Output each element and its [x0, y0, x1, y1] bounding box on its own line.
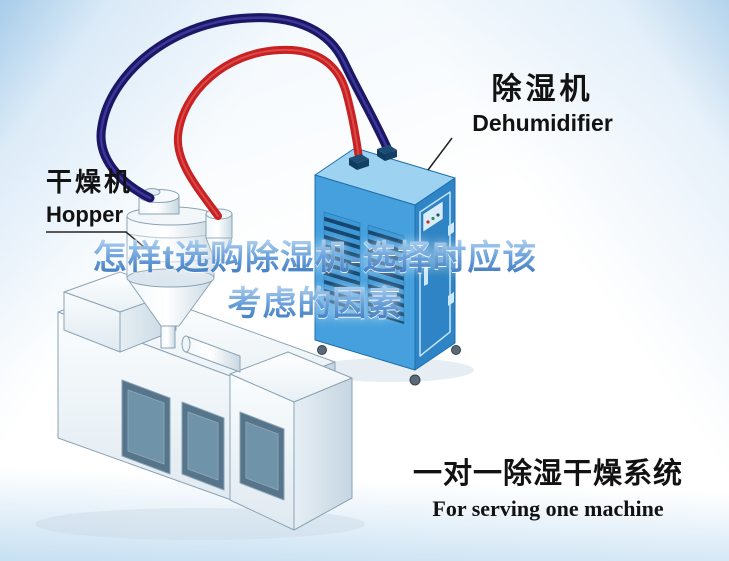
door-handle: [424, 266, 428, 286]
vent-grille-right: [367, 224, 405, 325]
hopper-label-en: Hopper: [46, 202, 123, 227]
dehumidifier-callout: 除湿机 Dehumidifier: [435, 64, 650, 137]
hopper-callout: 干燥机 Hopper: [46, 162, 176, 228]
dehumidifier-leader-line: [427, 137, 453, 171]
dehumidifier-label-zh: 除湿机: [491, 73, 594, 106]
system-caption: 一对一除湿干燥系统 For serving one machine: [398, 450, 698, 522]
dehumidifier-label-en: Dehumidifier: [472, 110, 613, 136]
hopper-label-zh: 干燥机: [46, 167, 134, 197]
hopper-flange: [126, 268, 215, 288]
vent-grille-left: [323, 211, 361, 313]
dehumidifier-unit: [314, 147, 461, 386]
system-caption-en: For serving one machine: [432, 496, 664, 521]
injection-molding-machine: [57, 271, 353, 531]
system-caption-zh: 一对一除湿干燥系统: [412, 458, 683, 490]
machine-end-block: [229, 351, 353, 531]
